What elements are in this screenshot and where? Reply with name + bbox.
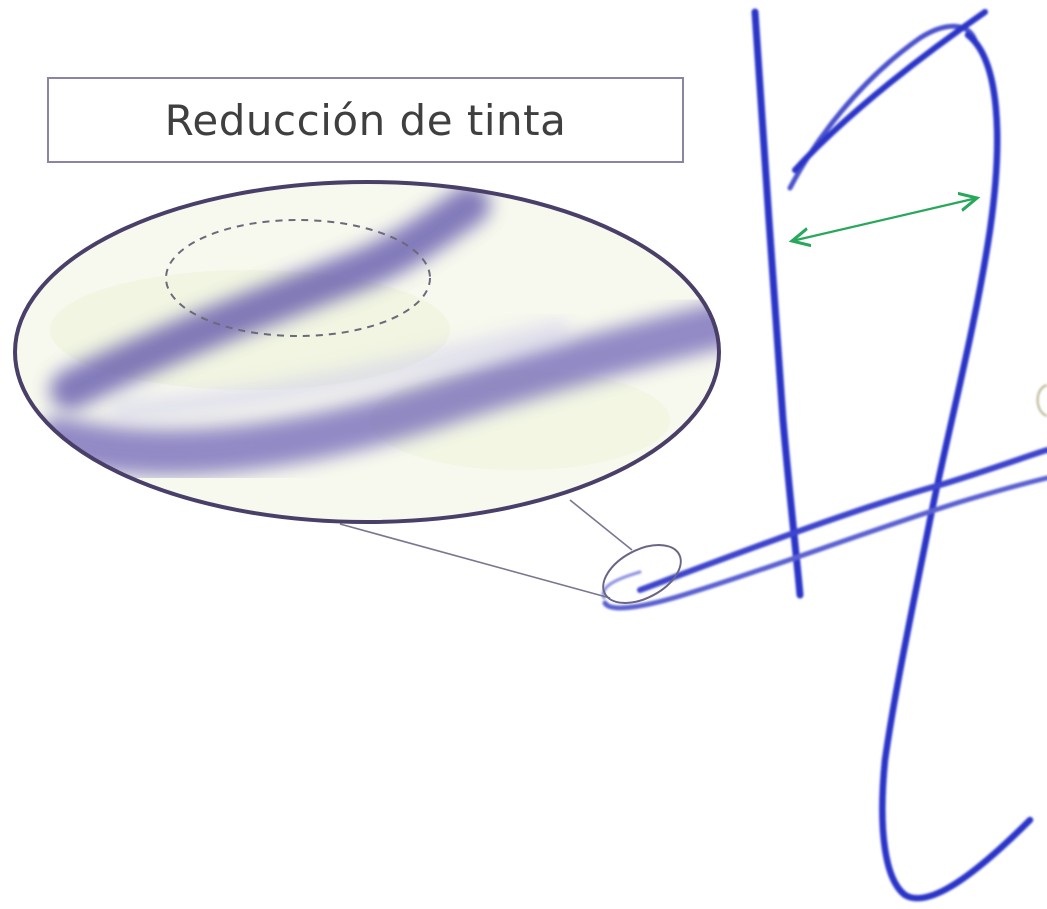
ink-stroke-top-loop bbox=[787, 23, 978, 191]
dashed-ellipse-icon bbox=[165, 219, 431, 337]
label-text: Reducción de tinta bbox=[164, 95, 567, 145]
ink-stroke-base-upper bbox=[637, 447, 1047, 593]
ink-stroke-top-diagonal bbox=[792, 9, 988, 173]
ink-stroke-right-loop bbox=[879, 31, 1034, 902]
signature-strokes bbox=[601, 8, 1047, 902]
ink-stroke-edge-fragment bbox=[1036, 384, 1047, 417]
label-box: Reducción de tinta bbox=[47, 77, 684, 163]
measure-arrow bbox=[792, 198, 977, 241]
magnifier bbox=[13, 180, 721, 524]
ink-stroke-base-lower bbox=[602, 475, 1047, 611]
magnified-ink bbox=[15, 182, 719, 522]
callout-lines bbox=[339, 499, 633, 599]
ink-stroke-base-tail bbox=[601, 570, 642, 600]
callout-line-lower bbox=[339, 523, 611, 599]
magnifier-border bbox=[13, 180, 721, 524]
target-ellipse bbox=[602, 544, 682, 604]
callout-line-upper bbox=[569, 499, 633, 551]
ink-stroke-vertical bbox=[751, 8, 804, 599]
